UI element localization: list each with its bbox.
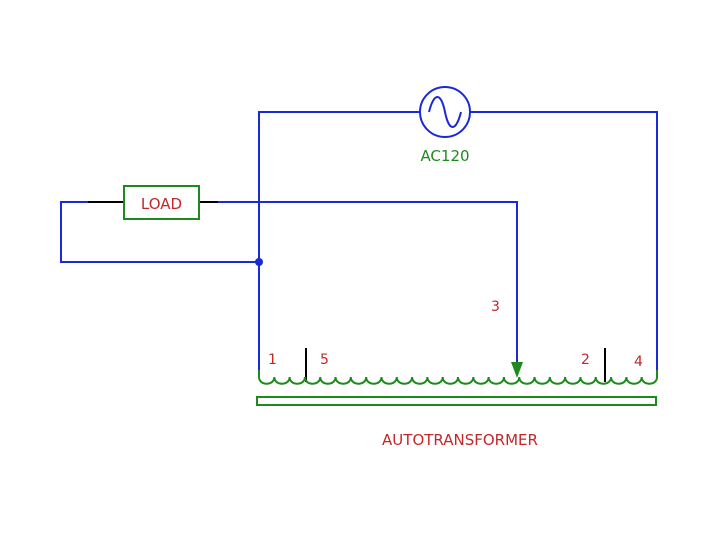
transformer-coil: [258, 370, 658, 385]
tap-label-3: 3: [491, 299, 500, 315]
wiper-arrow-icon: [511, 362, 523, 378]
autotransformer: AUTOTRANSFORMER: [256, 362, 658, 449]
tap-label-1: 1: [268, 352, 277, 368]
source-label: AC120: [420, 147, 469, 165]
load-box: [123, 185, 200, 220]
wire-source-to-tap4: [470, 111, 658, 370]
transformer-core: [256, 396, 657, 406]
wire-group: [60, 111, 658, 370]
load-component: LOAD: [123, 185, 200, 220]
tap-label-4: 4: [634, 354, 643, 370]
ac-source: AC120: [419, 86, 471, 165]
load-label: LOAD: [141, 195, 182, 213]
transformer-label: AUTOTRANSFORMER: [382, 431, 538, 449]
tap-label-2: 2: [581, 352, 590, 368]
wire-source-to-tap1: [258, 111, 420, 370]
junction-dot: [255, 258, 263, 266]
wire-load-to-wiper: [218, 201, 518, 362]
tap-label-group: 1 5 3 2 4: [268, 299, 643, 370]
ac-source-symbol: [419, 86, 471, 138]
wire-load-left-return: [60, 201, 259, 263]
lead-group: [88, 201, 606, 382]
tap-label-5: 5: [320, 352, 329, 368]
sine-wave-icon: [428, 96, 462, 128]
